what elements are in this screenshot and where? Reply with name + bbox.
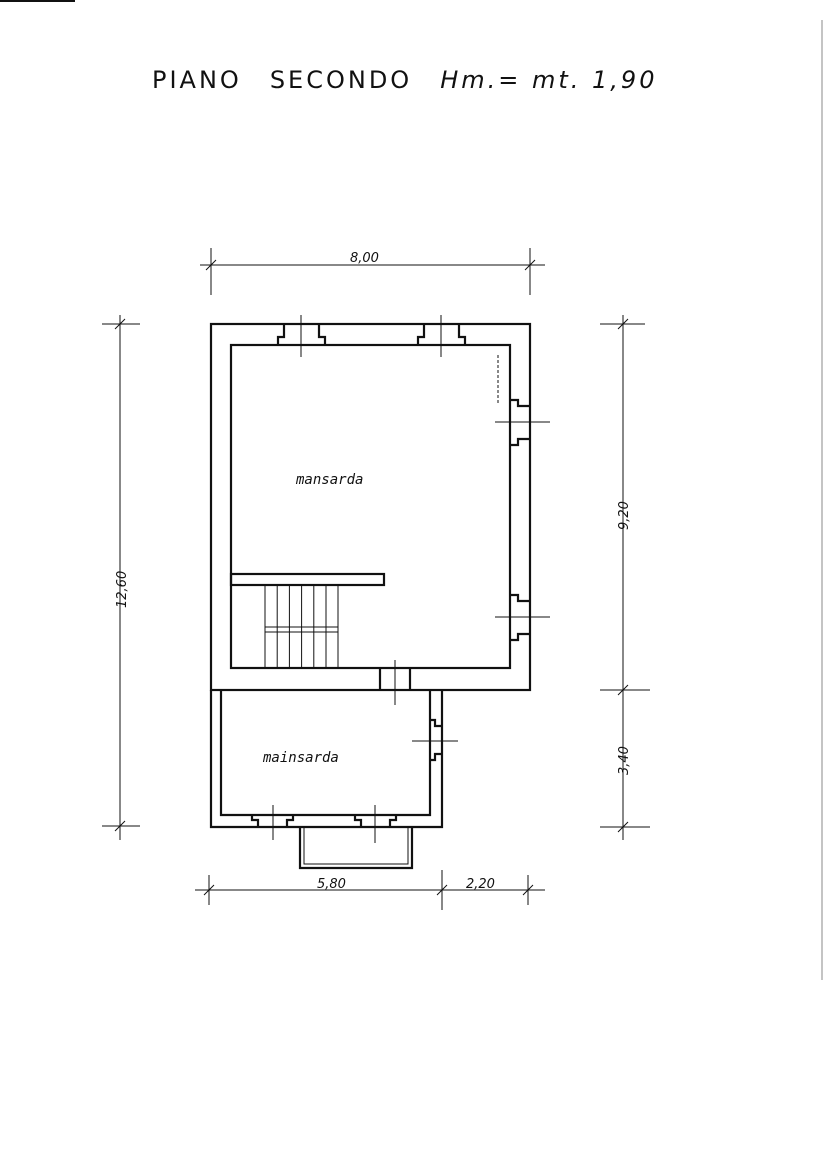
upper-room-walls xyxy=(209,315,550,705)
dimension-lines xyxy=(102,248,650,910)
drawing-title: PIANO SECONDO Hm.= mt. 1,90 xyxy=(152,66,685,94)
staircase xyxy=(229,572,386,669)
dim-bottom-right: 2,20 xyxy=(466,877,495,892)
room-label-upper: mansarda xyxy=(295,472,363,488)
dim-right-upper: 9,20 xyxy=(617,501,632,530)
dim-top: 8,00 xyxy=(350,251,379,266)
title-level: SECONDO xyxy=(269,66,413,94)
title-height: Hm.= mt. 1,90 xyxy=(440,66,658,94)
title-floor: PIANO xyxy=(152,66,242,94)
dim-left: 12,60 xyxy=(115,571,130,608)
dim-right-lower: 3,40 xyxy=(617,746,632,775)
lower-room-walls xyxy=(209,690,458,843)
room-label-lower: mainsarda xyxy=(262,750,339,766)
dim-bottom-left: 5,80 xyxy=(317,877,346,892)
balcony xyxy=(298,827,414,870)
